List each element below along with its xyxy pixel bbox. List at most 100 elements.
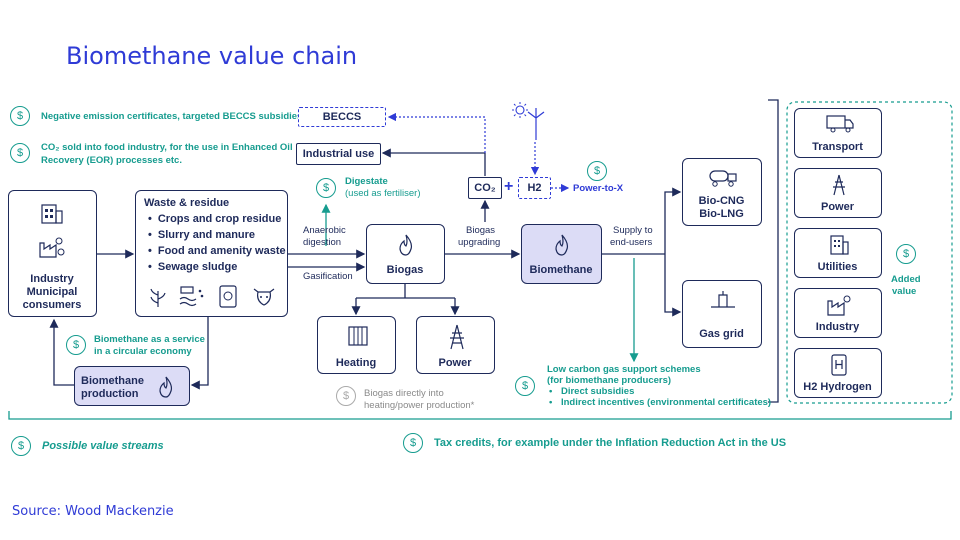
biogas-upgrading-label-line2: upgrading <box>458 237 501 248</box>
dollar-icon: $ <box>515 376 535 396</box>
low-carbon-item: • Direct subsidies <box>549 386 635 397</box>
biomethane-service-line1: Biomethane as a service <box>94 334 205 345</box>
bio-cng-label: Bio-CNG <box>698 195 745 207</box>
waste-residue-title: Waste & residue <box>144 197 230 209</box>
building-icon <box>41 204 63 224</box>
hydrogen-tank-icon <box>831 354 847 376</box>
added-value-line1: Added <box>891 274 921 285</box>
low-carbon-item-text: Direct subsidies <box>560 386 635 397</box>
dollar-icon: $ <box>10 106 30 126</box>
digestate-label: Digestate <box>345 176 388 187</box>
waste-list: Crops and crop residue Slurry and manure… <box>138 211 286 275</box>
waste-residue-node: Waste & residue Crops and crop residue S… <box>135 190 288 317</box>
dollar-icon: $ <box>10 143 30 163</box>
biomethane-service-line2: in a circular economy <box>94 346 192 357</box>
industrial-use-label: Industrial use <box>302 148 375 160</box>
gas-pipe-icon <box>711 291 735 308</box>
waste-item: Food and amenity waste <box>148 243 286 259</box>
plus-sign: + <box>504 178 514 195</box>
biomethane-label: Biomethane <box>529 264 593 276</box>
dollar-icon: $ <box>336 386 356 406</box>
industry-end-use-label: Industry <box>815 321 860 333</box>
heating-node: Heating <box>317 316 396 374</box>
low-carbon-item-text: Indirect incentives (environmental certi… <box>560 397 772 408</box>
building-icon <box>830 235 849 255</box>
biogas-label: Biogas <box>386 264 424 276</box>
h2-node: H2 <box>518 177 551 199</box>
waste-item: Slurry and manure <box>148 227 286 243</box>
biomethane-node: Biomethane <box>521 224 602 284</box>
co2-node: CO₂ <box>468 177 502 199</box>
industry-municipal-node: Industry Municipal consumers <box>8 190 97 317</box>
gas-grid-node: Gas grid <box>682 280 762 348</box>
wind-solar-icon <box>512 102 545 140</box>
co2-food-label-line1: CO₂ sold into food industry, for the use… <box>41 142 293 153</box>
bio-cng-node: Bio-CNG Bio-LNG <box>682 158 762 226</box>
end-use-power: Power <box>794 168 882 218</box>
cow-icon <box>253 288 275 306</box>
dollar-icon: $ <box>11 436 31 456</box>
pylon-icon <box>450 324 464 350</box>
gasification-label: Gasification <box>303 271 353 282</box>
page-title: Biomethane value chain <box>66 42 358 70</box>
possible-value-streams-label: Possible value streams <box>42 440 164 452</box>
h2-hydrogen-label: H2 Hydrogen <box>803 381 872 393</box>
slurry-icon <box>179 286 204 307</box>
radiator-icon <box>348 326 368 346</box>
transport-label: Transport <box>812 141 863 153</box>
utilities-label: Utilities <box>817 261 858 273</box>
flame-icon <box>159 376 173 398</box>
industry-label: Industry <box>30 273 74 285</box>
gas-tanker-icon <box>709 170 737 187</box>
end-use-utilities: Utilities <box>794 228 882 278</box>
co2-food-label-line2: Recovery (EOR) processes etc. <box>41 155 182 166</box>
factory-icon <box>39 237 65 258</box>
waste-item: Sewage sludge <box>148 259 286 275</box>
biogas-node: Biogas <box>366 224 445 284</box>
heating-label: Heating <box>335 357 377 369</box>
biomethane-production-line2: production <box>81 388 139 400</box>
low-carbon-line1: Low carbon gas support schemes <box>547 364 701 375</box>
low-carbon-line2: (for biomethane producers) <box>547 375 672 386</box>
waste-item: Crops and crop residue <box>148 211 286 227</box>
truck-icon <box>826 115 854 133</box>
added-value-line2: value <box>892 286 917 297</box>
dollar-icon: $ <box>403 433 423 453</box>
end-use-industry: Industry <box>794 288 882 338</box>
biogas-upgrading-label-line1: Biogas <box>466 225 496 236</box>
tax-credits-label: Tax credits, for example under the Infla… <box>434 437 787 449</box>
power-to-x-label: Power-to-X <box>573 183 624 194</box>
dollar-icon: $ <box>316 178 336 198</box>
power-label: Power <box>438 357 472 369</box>
flame-icon <box>555 234 569 256</box>
bio-lng-label: Bio-LNG <box>699 208 744 220</box>
factory-icon <box>827 295 851 316</box>
power-node: Power <box>416 316 495 374</box>
supply-label-line2: end-users <box>610 237 653 248</box>
biogas-direct-line2: heating/power production* <box>364 400 475 411</box>
negative-emission-label: Negative emission certificates, targeted… <box>41 111 303 122</box>
end-use-transport: Transport <box>794 108 882 158</box>
gas-grid-label: Gas grid <box>699 328 744 340</box>
h2-label: H2 <box>527 182 542 194</box>
anaerobic-label: Anaerobic <box>303 225 346 236</box>
beccs-label: BECCS <box>322 111 362 123</box>
industrial-use-node: Industrial use <box>296 143 381 165</box>
biomethane-production-line1: Biomethane <box>81 375 144 387</box>
dollar-icon: $ <box>587 161 607 181</box>
beccs-node: BECCS <box>298 107 386 127</box>
digestion-label: digestion <box>303 237 342 248</box>
food-waste-bin-icon <box>219 285 237 308</box>
consumers-label: consumers <box>22 299 82 311</box>
pylon-icon <box>833 174 845 196</box>
digestate-sub-label: (used as fertiliser) <box>345 188 421 199</box>
crops-icon <box>150 288 166 307</box>
co2-label: CO₂ <box>474 182 496 194</box>
biogas-direct-line1: Biogas directly into <box>364 388 444 399</box>
flame-icon <box>399 234 413 256</box>
biomethane-production-node: Biomethane production <box>74 366 190 406</box>
end-use-power-label: Power <box>820 201 854 213</box>
supply-label-line1: Supply to <box>613 225 653 236</box>
source-label: Source: Wood Mackenzie <box>12 504 174 519</box>
